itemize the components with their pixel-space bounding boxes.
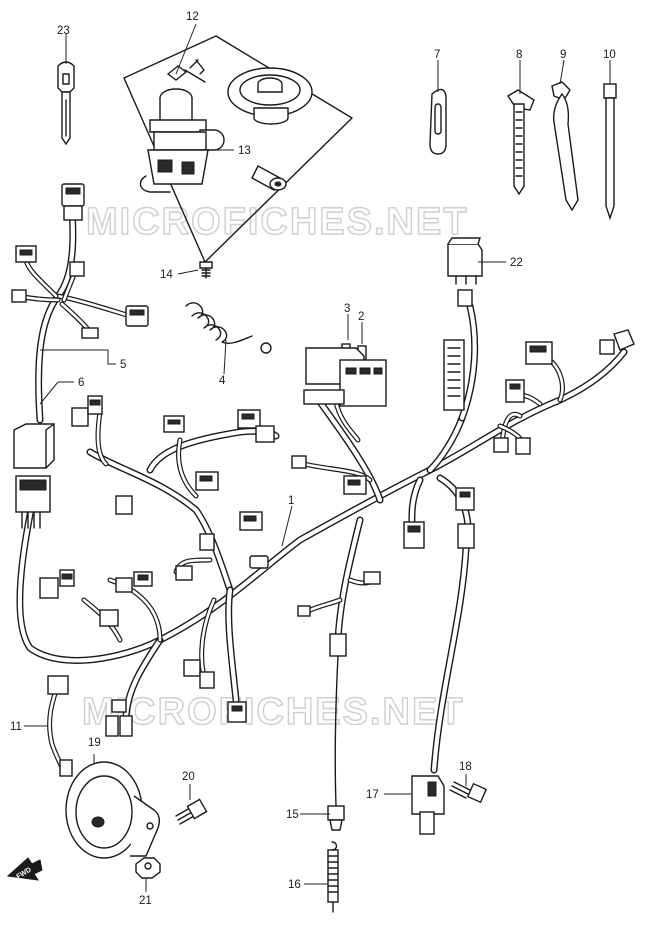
ignition-kit-group <box>123 35 353 263</box>
bolt-20-icon <box>175 798 208 825</box>
connector-center-6 <box>175 565 193 581</box>
nut-21-icon <box>135 857 161 879</box>
horn-icon <box>65 761 161 859</box>
fwd-direction-badge: FWD <box>6 857 43 881</box>
callout-17: 17 <box>366 789 379 801</box>
connector-right-1 <box>525 341 553 365</box>
connector-right-lower <box>403 487 475 549</box>
harness-connectors <box>11 183 635 913</box>
relay-socket <box>457 289 473 307</box>
callout-numbers: 12 13 14 23 7 8 9 10 22 3 2 4 5 6 1 11 1… <box>10 11 616 907</box>
connector-center-5 <box>239 511 263 531</box>
callout-15: 15 <box>286 809 299 821</box>
callout-4: 4 <box>219 375 226 387</box>
connector-mid-left-1 <box>71 395 103 427</box>
callout-21: 21 <box>139 895 152 907</box>
key-icon <box>57 61 75 146</box>
ignition-switch-icon <box>139 88 225 193</box>
connector-mid-left-3 <box>99 571 153 627</box>
connector-large-left <box>15 475 51 529</box>
connector-left-3 <box>69 261 85 277</box>
fuel-cap-lock-icon <box>227 67 313 125</box>
bolt-18-icon <box>449 781 488 804</box>
callout-5: 5 <box>120 359 126 371</box>
cable-tie-icon <box>603 83 617 221</box>
cylinder-lock-icon <box>251 165 287 191</box>
callout-22: 22 <box>510 257 523 269</box>
fuse-box-icon <box>303 347 387 407</box>
connector-left-1 <box>15 245 37 263</box>
callout-2: 2 <box>358 311 364 323</box>
callout-23: 23 <box>57 25 70 37</box>
callout-8: 8 <box>516 49 522 61</box>
callout-9: 9 <box>560 49 566 61</box>
callout-10: 10 <box>603 49 616 61</box>
return-spring-icon <box>327 841 339 913</box>
clamp-tie-icon <box>507 89 535 196</box>
wire-holder-icon <box>429 88 447 155</box>
kit-key-icon <box>166 59 206 83</box>
relay-icon <box>447 237 483 285</box>
connector-center-1 <box>163 415 185 433</box>
callout-1: 1 <box>288 495 294 507</box>
leader-lines <box>24 23 611 892</box>
connector-left-4 <box>81 327 99 339</box>
callout-19: 19 <box>88 737 101 749</box>
callout-7: 7 <box>434 49 440 61</box>
callout-20: 20 <box>182 771 195 783</box>
callout-14: 14 <box>160 269 173 281</box>
coupler-cover-icon <box>13 423 55 469</box>
watermark-top: MICROFICHES.NET <box>86 201 469 243</box>
watermark-bottom: MICROFICHES.NET <box>82 691 465 733</box>
screw-icon <box>199 261 213 279</box>
connector-center-4 <box>115 495 133 515</box>
connector-lower-mid <box>183 659 215 689</box>
callout-16: 16 <box>288 879 301 891</box>
connector-top <box>61 183 85 221</box>
main-harness-wires <box>15 206 628 774</box>
connector-left-5 <box>125 305 149 327</box>
connector-tall-block <box>443 339 465 411</box>
callout-3: 3 <box>344 303 350 315</box>
callout-6: 6 <box>78 377 84 389</box>
callout-13: 13 <box>238 145 251 157</box>
connector-right-2 <box>505 379 525 403</box>
connector-center-3 <box>195 471 219 491</box>
callout-12: 12 <box>186 11 199 23</box>
connector-right-3 <box>493 437 531 455</box>
connector-lower-cluster <box>105 699 133 737</box>
connector-left-2 <box>11 289 27 303</box>
connector-harness-clip <box>249 555 269 569</box>
callout-11: 11 <box>10 721 22 733</box>
side-stand-switch-icon <box>411 775 445 835</box>
spring-clip-icon <box>185 302 272 354</box>
connector-wire-end <box>297 571 381 617</box>
neutral-switch-icon <box>327 633 347 831</box>
connector-center-right <box>291 455 367 495</box>
connector-center-7 <box>199 533 215 551</box>
connector-far-right <box>599 329 635 355</box>
connector-mid-left-2 <box>39 569 75 599</box>
connector-center-2 <box>237 409 275 443</box>
lead-wire-icon <box>47 675 73 777</box>
connector-lower-right <box>227 701 247 723</box>
callout-18: 18 <box>459 761 472 773</box>
band-clamp-icon <box>551 81 579 212</box>
